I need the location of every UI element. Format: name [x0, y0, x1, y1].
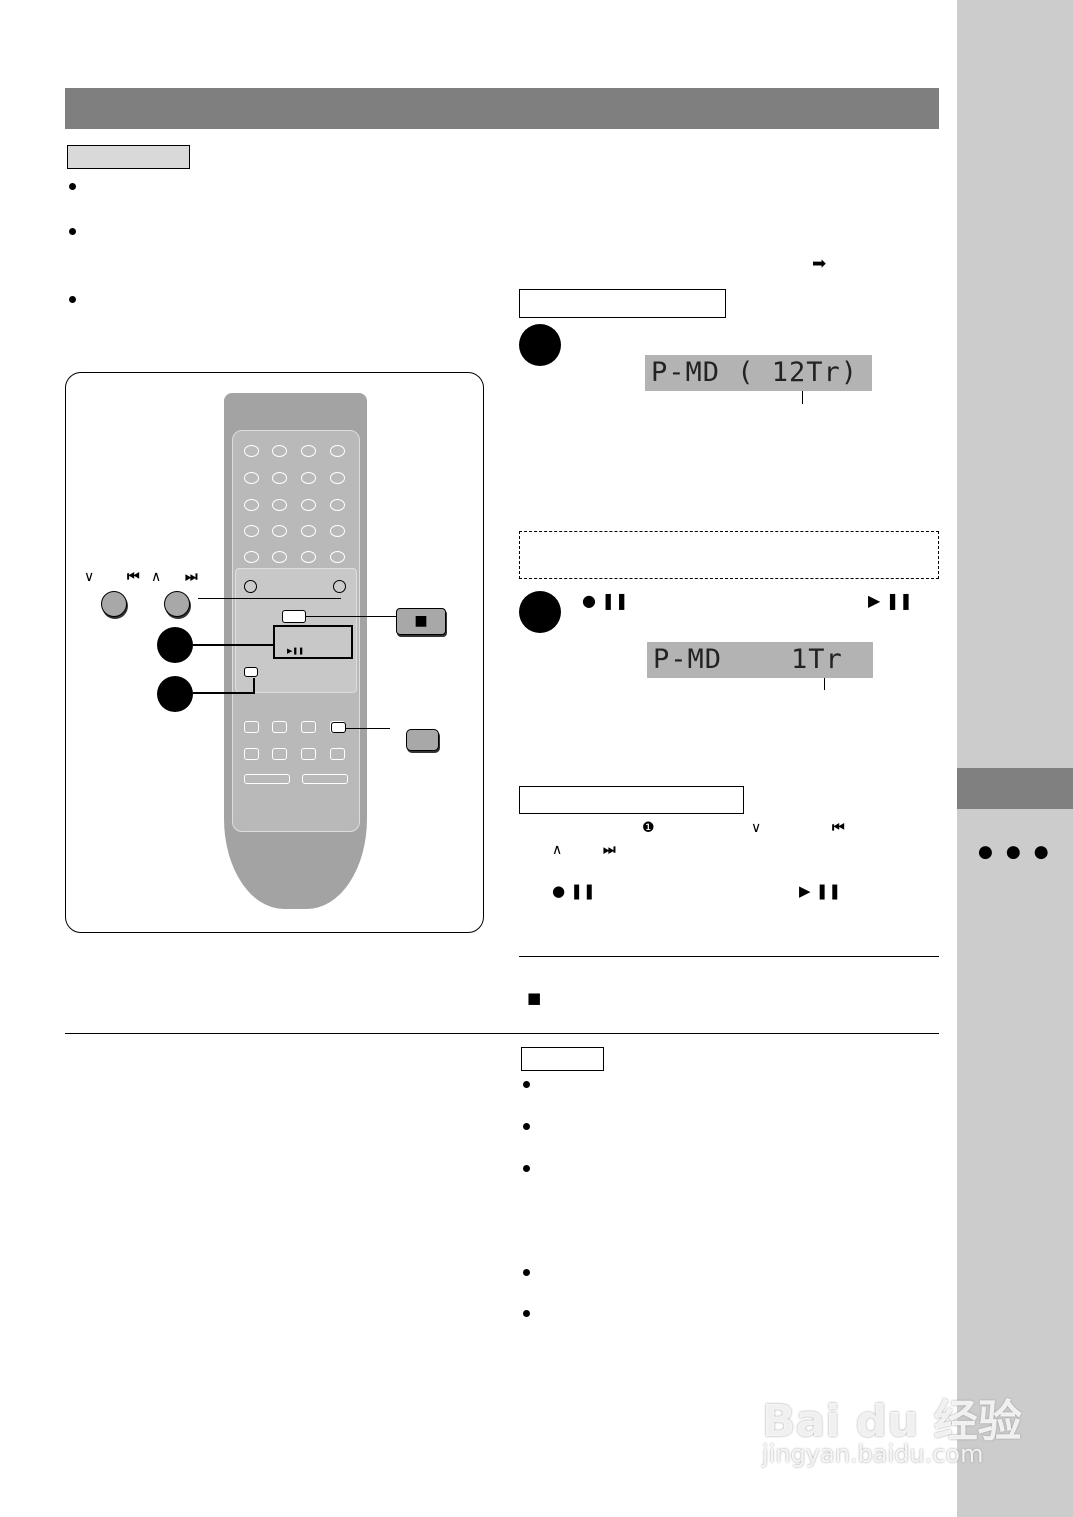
- remote-button: [301, 721, 316, 733]
- dot: ●: [1005, 842, 1034, 862]
- remote-button: [301, 551, 316, 563]
- note-dashed-box: [519, 531, 939, 579]
- label-box-step-a: [519, 289, 726, 318]
- remote-button: [330, 525, 345, 537]
- divider: [519, 956, 939, 957]
- next-icon: ⏭: [185, 569, 198, 585]
- bullet: [523, 1269, 530, 1276]
- callout-line: [193, 644, 273, 646]
- side-index-strip: [957, 0, 1073, 1517]
- remote-button: [272, 748, 287, 760]
- remote-button: [244, 472, 259, 484]
- up-label: ∧: [552, 842, 563, 858]
- stop-icon: ■: [527, 989, 542, 1007]
- remote-button: [244, 525, 259, 537]
- remote-button: [272, 445, 287, 457]
- remote-button: [272, 472, 287, 484]
- bullet: [523, 1081, 530, 1088]
- remote-button: [330, 472, 345, 484]
- remote-button: [330, 499, 345, 511]
- lcd-display-1: P-MD ( 12Tr): [645, 355, 872, 391]
- side-index-tab[interactable]: [957, 768, 1073, 809]
- dot: ●: [1033, 842, 1062, 862]
- remote-button: [301, 748, 316, 760]
- label-box-notes: [67, 145, 190, 169]
- remote-play-pause-label: ▶❚❚: [287, 647, 305, 655]
- remote-button: [272, 499, 287, 511]
- step-marker-1: [519, 324, 561, 366]
- callout-line: [193, 692, 253, 694]
- remote-wide-button: [302, 774, 348, 784]
- stop-button[interactable]: ■: [396, 608, 446, 635]
- divider: [65, 1033, 939, 1034]
- step-marker-1: [157, 627, 193, 663]
- bullet: [69, 183, 76, 190]
- remote-small-button: [244, 667, 258, 677]
- remote-button: [272, 525, 287, 537]
- remote-button: [330, 551, 345, 563]
- remote-illustration-frame: [65, 372, 484, 933]
- remote-button: [272, 551, 287, 563]
- remote-button: [330, 445, 345, 457]
- step-marker-2: [519, 591, 561, 633]
- watermark-url: jingyan.baidu.com: [762, 1440, 984, 1468]
- prev-icon: ⏮: [127, 569, 140, 585]
- bullet: [69, 228, 76, 235]
- lcd-display-2: P-MD 1Tr: [647, 642, 873, 678]
- callout-line: [198, 598, 341, 599]
- remote-button: [301, 525, 316, 537]
- remote-button: [244, 551, 259, 563]
- bullet: [523, 1123, 530, 1130]
- arrow-right-icon: ➡: [812, 254, 827, 274]
- down-label: ∨: [751, 820, 762, 836]
- down-label: ∨: [84, 569, 95, 585]
- remote-button: [330, 748, 345, 760]
- remote-wide-button: [244, 774, 290, 784]
- remote-button: [244, 748, 259, 760]
- callout-line: [824, 678, 825, 690]
- remote-button: [272, 721, 287, 733]
- skip-up-button[interactable]: [164, 591, 190, 617]
- label-box-notes-2: [521, 1047, 604, 1071]
- callout-line: [253, 678, 255, 694]
- play-pause-icon: ▶ ❚❚: [868, 591, 913, 610]
- remote-highlight-box: [273, 625, 353, 659]
- callout-line: [802, 391, 803, 404]
- remote-button: [301, 472, 316, 484]
- circled-one-icon: ❶: [642, 820, 655, 836]
- remote-skip-down: [244, 580, 257, 593]
- remote-skip-up: [333, 580, 346, 593]
- side-dots: ●●●: [978, 842, 1062, 862]
- bullet: [523, 1310, 530, 1317]
- play-pause-icon: ▶ ❚❚: [799, 882, 841, 900]
- skip-down-button[interactable]: [101, 591, 127, 617]
- dot: ●: [978, 842, 1006, 862]
- remote-mode-button: [331, 722, 346, 733]
- prev-icon: ⏮: [832, 820, 845, 836]
- bullet: [523, 1165, 530, 1172]
- rec-pause-icon: ● ❚❚: [582, 591, 629, 610]
- remote-button: [301, 445, 316, 457]
- remote-button: [301, 499, 316, 511]
- section-header-bar: [65, 88, 939, 129]
- step-marker-2: [157, 676, 193, 712]
- rec-pause-icon: ● ❚❚: [552, 882, 596, 900]
- label-box-step-b: [519, 786, 744, 814]
- remote-stop: [282, 610, 306, 623]
- remote-button: [244, 499, 259, 511]
- next-icon: ⏭: [603, 842, 616, 858]
- mode-button[interactable]: [406, 729, 439, 751]
- up-label: ∧: [151, 569, 162, 585]
- callout-line: [306, 616, 396, 617]
- remote-button: [244, 721, 259, 733]
- bullet: [69, 296, 76, 303]
- callout-line: [345, 728, 390, 729]
- watermark-logo: Bai du 经验: [762, 1396, 1022, 1447]
- remote-button: [244, 445, 259, 457]
